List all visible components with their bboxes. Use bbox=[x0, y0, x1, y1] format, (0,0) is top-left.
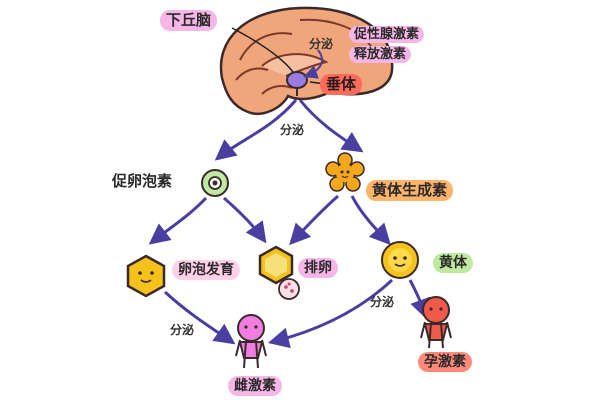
lh-label: 黄体生成素 bbox=[366, 180, 454, 201]
secrete-right-label: 分泌 bbox=[370, 295, 395, 309]
fsh-cell-icon bbox=[201, 169, 229, 197]
estrogen-label: 雌激素 bbox=[228, 376, 282, 396]
fsh-to-ovulation-arrow bbox=[223, 196, 267, 244]
egg-icon bbox=[278, 278, 300, 300]
follicle-hexagon-icon bbox=[126, 254, 166, 298]
gnrh-label-line1: 促性腺激素 bbox=[349, 26, 425, 43]
follicle-to-estrogen-arrow bbox=[163, 290, 236, 345]
secrete-top-arrow bbox=[303, 49, 323, 79]
secrete-left-label: 分泌 bbox=[170, 323, 195, 337]
estrogen-figure-icon bbox=[235, 314, 267, 369]
arrow-to-lh bbox=[298, 99, 364, 153]
follicle-development-label: 卵泡发育 bbox=[172, 260, 240, 280]
corpus-luteum-icon bbox=[381, 241, 419, 279]
gnrh-label-line2: 释放激素 bbox=[349, 46, 412, 63]
secrete-top-label: 分泌 bbox=[309, 37, 334, 51]
ovulation-label: 排卵 bbox=[298, 258, 338, 278]
fsh-to-follicle-arrow bbox=[148, 196, 208, 245]
lh-to-ovulation-arrow bbox=[289, 194, 339, 246]
pituitary-icon bbox=[286, 71, 308, 96]
fsh-label: 促卵泡素 bbox=[112, 172, 173, 190]
progesterone-figure-icon bbox=[420, 296, 452, 349]
lh-flower-icon bbox=[325, 152, 365, 192]
hypothalamus-label: 下丘脑 bbox=[160, 10, 218, 31]
progesterone-label: 孕激素 bbox=[418, 352, 472, 372]
lh-to-corpus-luteum-arrow bbox=[350, 195, 391, 246]
arrow-to-fsh bbox=[214, 99, 298, 161]
secrete-mid-label: 分泌 bbox=[280, 123, 305, 137]
corpus-luteum-to-estrogen-arrow bbox=[267, 278, 394, 349]
corpus-luteum-label: 黄体 bbox=[433, 253, 473, 273]
hypothalamus-pointer bbox=[231, 27, 294, 73]
ovulation-hexagon-icon bbox=[258, 245, 294, 285]
pituitary-label: 垂体 bbox=[320, 74, 363, 95]
